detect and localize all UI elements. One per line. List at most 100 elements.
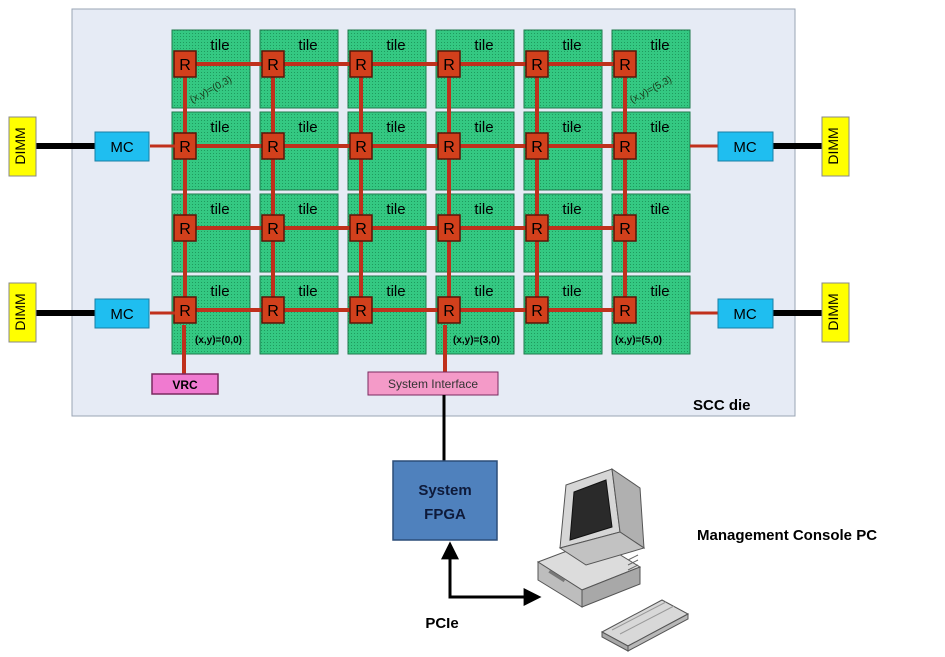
fpga-line2: FPGA xyxy=(424,506,466,523)
tile-label: tile xyxy=(562,283,581,300)
dimm-label: DIMM xyxy=(12,127,28,164)
router-label: R xyxy=(179,303,191,320)
mesh-links xyxy=(183,62,627,312)
tile-label: tile xyxy=(650,37,669,54)
router-3-1 xyxy=(437,214,461,242)
tile-label: tile xyxy=(474,201,493,218)
router-1-3 xyxy=(261,50,285,78)
tile-label: tile xyxy=(386,201,405,218)
computer-icon xyxy=(536,467,690,652)
tile-label: tile xyxy=(210,119,229,136)
mc-right-top xyxy=(717,131,774,162)
tile-label: tile xyxy=(562,201,581,218)
dimm-right-bottom xyxy=(821,282,850,343)
router-label: R xyxy=(179,221,191,238)
tile-label: tile xyxy=(386,283,405,300)
router-5-1 xyxy=(613,214,637,242)
tile-label: tile xyxy=(298,283,317,300)
router-label: R xyxy=(179,57,191,74)
router-label: R xyxy=(531,139,543,156)
dimm-label: DIMM xyxy=(825,127,841,164)
scc-die-label: SCC die xyxy=(693,397,751,414)
tile-label: tile xyxy=(650,201,669,218)
fpga-line1: System xyxy=(418,482,471,499)
pcie-link-arrow xyxy=(441,541,542,606)
vrc-label: VRC xyxy=(172,378,198,392)
router-label: R xyxy=(267,303,279,320)
router-4-1 xyxy=(525,214,549,242)
dimm-left-bottom xyxy=(8,282,37,343)
router-label: R xyxy=(531,57,543,74)
router-4-2 xyxy=(525,132,549,160)
router-1-0 xyxy=(261,296,285,324)
router-label: R xyxy=(443,139,455,156)
tile-label: tile xyxy=(386,119,405,136)
router-2-0 xyxy=(349,296,373,324)
router-2-1 xyxy=(349,214,373,242)
mc-label: MC xyxy=(733,139,756,156)
system-fpga-box xyxy=(392,460,498,541)
dimm-right-top xyxy=(821,116,850,177)
router-0-3 xyxy=(173,50,197,78)
router-3-3 xyxy=(437,50,461,78)
dimm-label: DIMM xyxy=(12,293,28,330)
router-2-2 xyxy=(349,132,373,160)
dimm-left-top xyxy=(8,116,37,177)
router-label: R xyxy=(443,57,455,74)
coord-label-5-0: (x,y)=(5,0) xyxy=(615,335,662,346)
router-label: R xyxy=(619,139,631,156)
router-3-2 xyxy=(437,132,461,160)
router-5-2 xyxy=(613,132,637,160)
router-label: R xyxy=(355,221,367,238)
router-3-0 xyxy=(437,296,461,324)
router-label: R xyxy=(619,221,631,238)
router-label: R xyxy=(619,303,631,320)
router-4-3 xyxy=(525,50,549,78)
router-0-0 xyxy=(173,296,197,324)
vrc-box xyxy=(151,373,219,395)
router-4-0 xyxy=(525,296,549,324)
dimm-label: DIMM xyxy=(825,293,841,330)
router-1-1 xyxy=(261,214,285,242)
coord-label-3-0: (x,y)=(3,0) xyxy=(453,335,500,346)
router-5-3 xyxy=(613,50,637,78)
mc-label: MC xyxy=(733,306,756,323)
router-label: R xyxy=(619,57,631,74)
tile-label: tile xyxy=(650,119,669,136)
mc-label: MC xyxy=(110,306,133,323)
system-interface-label: System Interface xyxy=(388,377,478,391)
router-1-2 xyxy=(261,132,285,160)
tile-label: tile xyxy=(474,37,493,54)
tile-label: tile xyxy=(210,37,229,54)
router-label: R xyxy=(179,139,191,156)
router-0-1 xyxy=(173,214,197,242)
management-console-label: Management Console PC xyxy=(697,527,877,544)
tile-label: tile xyxy=(474,283,493,300)
router-label: R xyxy=(267,221,279,238)
tile-label: tile xyxy=(210,283,229,300)
tile-label: tile xyxy=(298,37,317,54)
router-label: R xyxy=(355,139,367,156)
tile-label: tile xyxy=(386,37,405,54)
router-label: R xyxy=(355,57,367,74)
tile-label: tile xyxy=(298,119,317,136)
router-label: R xyxy=(267,57,279,74)
tile-label: tile xyxy=(562,37,581,54)
router-label: R xyxy=(531,221,543,238)
router-label: R xyxy=(443,221,455,238)
router-2-3 xyxy=(349,50,373,78)
mc-right-bottom xyxy=(717,298,774,329)
router-label: R xyxy=(443,303,455,320)
tile-label: tile xyxy=(210,201,229,218)
system-interface-box xyxy=(367,371,499,396)
mc-left-top xyxy=(94,131,150,162)
tile-label: tile xyxy=(650,283,669,300)
router-label: R xyxy=(355,303,367,320)
mc-label: MC xyxy=(110,139,133,156)
pcie-label: PCIe xyxy=(425,615,458,632)
tile-label: tile xyxy=(474,119,493,136)
router-label: R xyxy=(531,303,543,320)
tile-label: tile xyxy=(298,201,317,218)
